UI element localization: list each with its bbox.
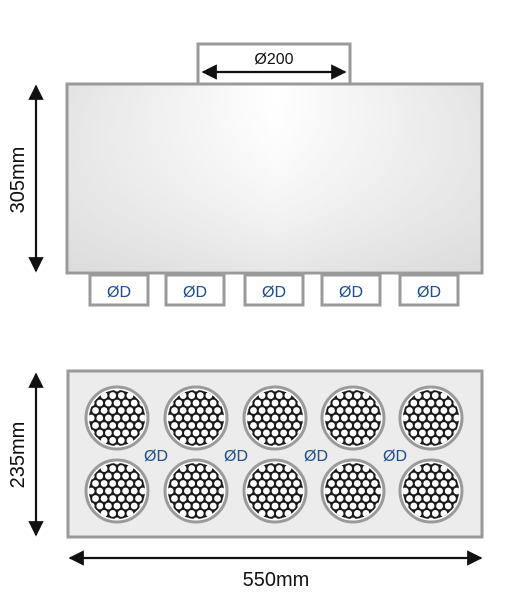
honeycomb-grille-icon <box>84 458 150 524</box>
front-port-label: ØD <box>383 448 407 465</box>
honeycomb-grille-icon <box>320 385 386 451</box>
top-port-2: ØD <box>164 273 226 307</box>
hole-mesh <box>247 463 303 519</box>
top-port-collar <box>398 273 460 307</box>
honeycomb-grille-icon <box>84 385 150 451</box>
honeycomb-grille-holes <box>84 385 464 524</box>
front-port-labels: ØD ØD ØD ØD <box>144 448 407 465</box>
top-port-collar <box>320 273 382 307</box>
top-port-4: ØD <box>320 273 382 307</box>
top-port-label: ØD <box>339 284 363 301</box>
front-height-label: 235mm <box>7 422 29 489</box>
honeycomb-grille-icon <box>398 458 464 524</box>
top-port-label: ØD <box>107 284 131 301</box>
top-port-collar <box>164 273 226 307</box>
top-port-label: ØD <box>262 284 286 301</box>
top-port-label: ØD <box>183 284 207 301</box>
outlet-diameter-label: Ø200 <box>254 51 293 68</box>
top-ports: ØD ØD ØD ØD ØD <box>88 273 460 307</box>
hole-mesh <box>168 463 224 519</box>
honeycomb-grille-icon <box>242 458 308 524</box>
front-width-label: 550mm <box>243 569 310 591</box>
top-port-collar <box>243 273 305 307</box>
front-port-label: ØD <box>224 448 248 465</box>
top-view: Ø200 ØD ØD ØD ØD ØD 305mm <box>7 42 484 307</box>
honeycomb-grille-icon <box>163 458 229 524</box>
honeycomb-grille-icon <box>398 385 464 451</box>
front-port-label: ØD <box>144 448 168 465</box>
top-port-collar <box>88 273 150 307</box>
honeycomb-grille-icon <box>242 385 308 451</box>
hole-mesh <box>247 390 303 446</box>
top-height-label: 305mm <box>7 147 29 214</box>
top-box-shade <box>69 86 480 271</box>
hole-mesh <box>325 463 381 519</box>
top-port-1: ØD <box>88 273 150 307</box>
front-port-label: ØD <box>304 448 328 465</box>
front-view: ØD ØD ØD ØD 235mm 550mm <box>7 369 484 591</box>
top-port-5: ØD <box>398 273 460 307</box>
top-port-3: ØD <box>243 273 305 307</box>
top-port-label: ØD <box>417 284 441 301</box>
honeycomb-grille-icon <box>163 385 229 451</box>
honeycomb-grille-icon <box>320 458 386 524</box>
